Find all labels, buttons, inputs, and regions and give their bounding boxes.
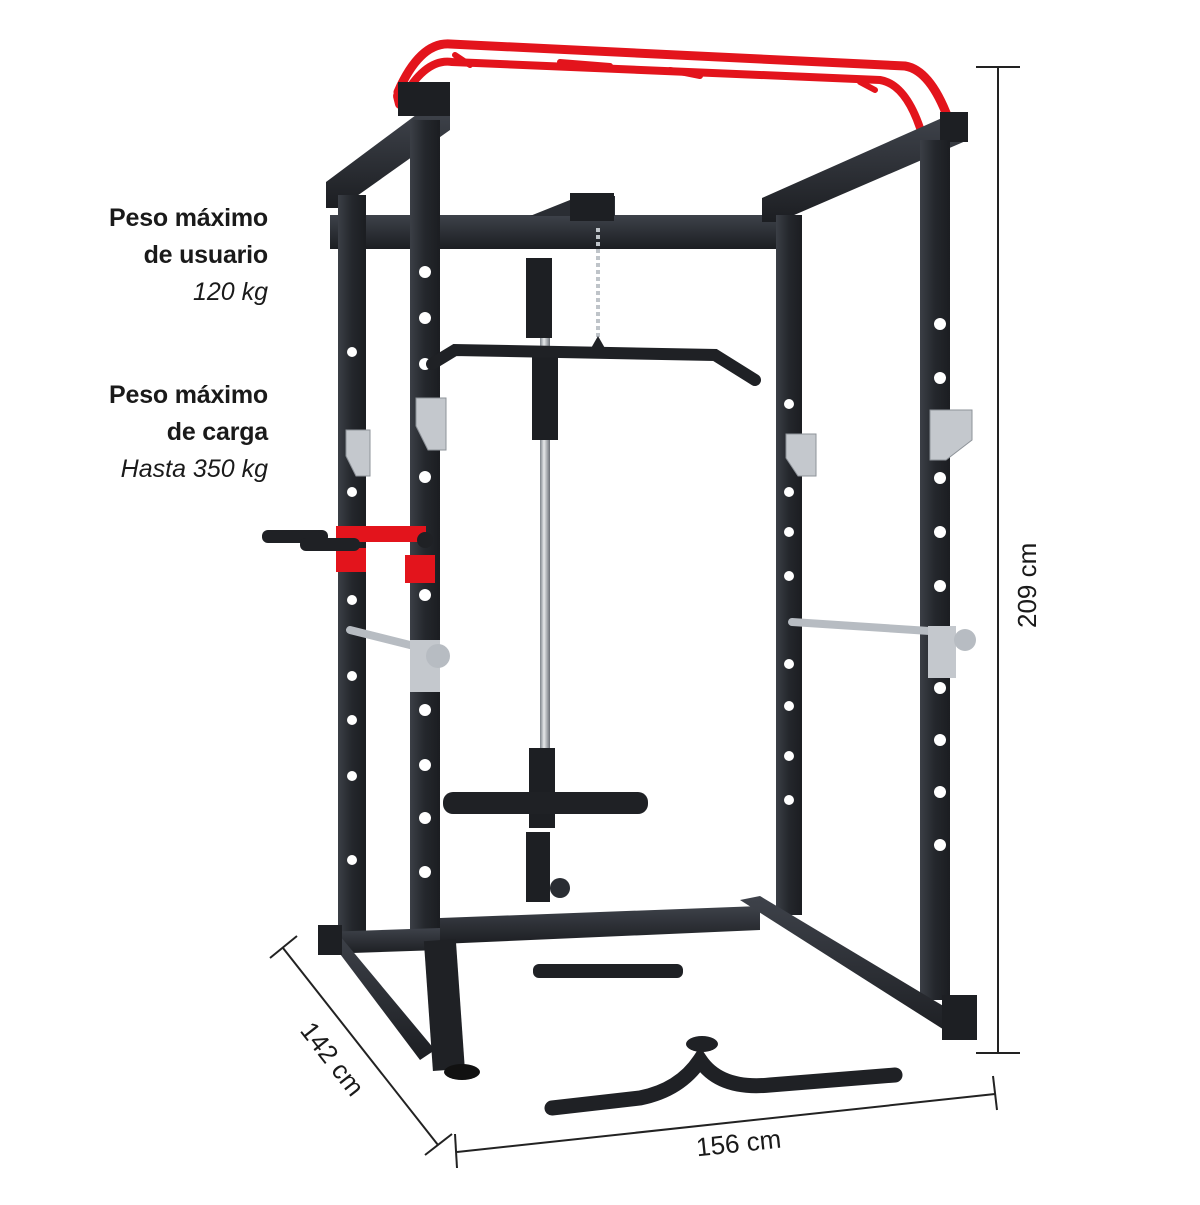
safety-bars [346, 618, 976, 692]
guide-rod [540, 338, 550, 818]
lat-pulldown-bar [426, 343, 761, 386]
spec-title: Peso máximo [109, 204, 268, 232]
j-hooks [345, 397, 973, 477]
spec-value: Hasta 350 kg [120, 455, 268, 483]
upright-front-right [920, 140, 950, 1000]
top-cap-right [940, 112, 968, 142]
upright-holes [347, 266, 946, 878]
spec-title: de usuario [143, 241, 269, 269]
top-cap-left [398, 82, 450, 116]
dip-bars [262, 526, 435, 583]
t-bar-handle [544, 1046, 903, 1116]
pullup-bar-red [393, 39, 953, 132]
width-dimension-line [456, 1093, 996, 1153]
base-frame [318, 896, 977, 1060]
spec-title: de carga [166, 418, 268, 446]
spec-title: Peso máximo [109, 381, 268, 409]
landmine-post [423, 939, 465, 1071]
depth-dimension-line [282, 947, 439, 1146]
upright-back-right [776, 215, 802, 915]
spec-max-user-weight: Peso máximo de usuario 120 kg [109, 200, 268, 311]
weight-loading-post [443, 792, 648, 814]
spec-max-load-weight: Peso máximo de carga Hasta 350 kg [109, 377, 268, 488]
row-handle [533, 964, 683, 978]
height-dimension-label: 209 cm [1012, 542, 1042, 628]
dimension-lines [269, 66, 1020, 1169]
spec-value: 120 kg [192, 278, 268, 306]
